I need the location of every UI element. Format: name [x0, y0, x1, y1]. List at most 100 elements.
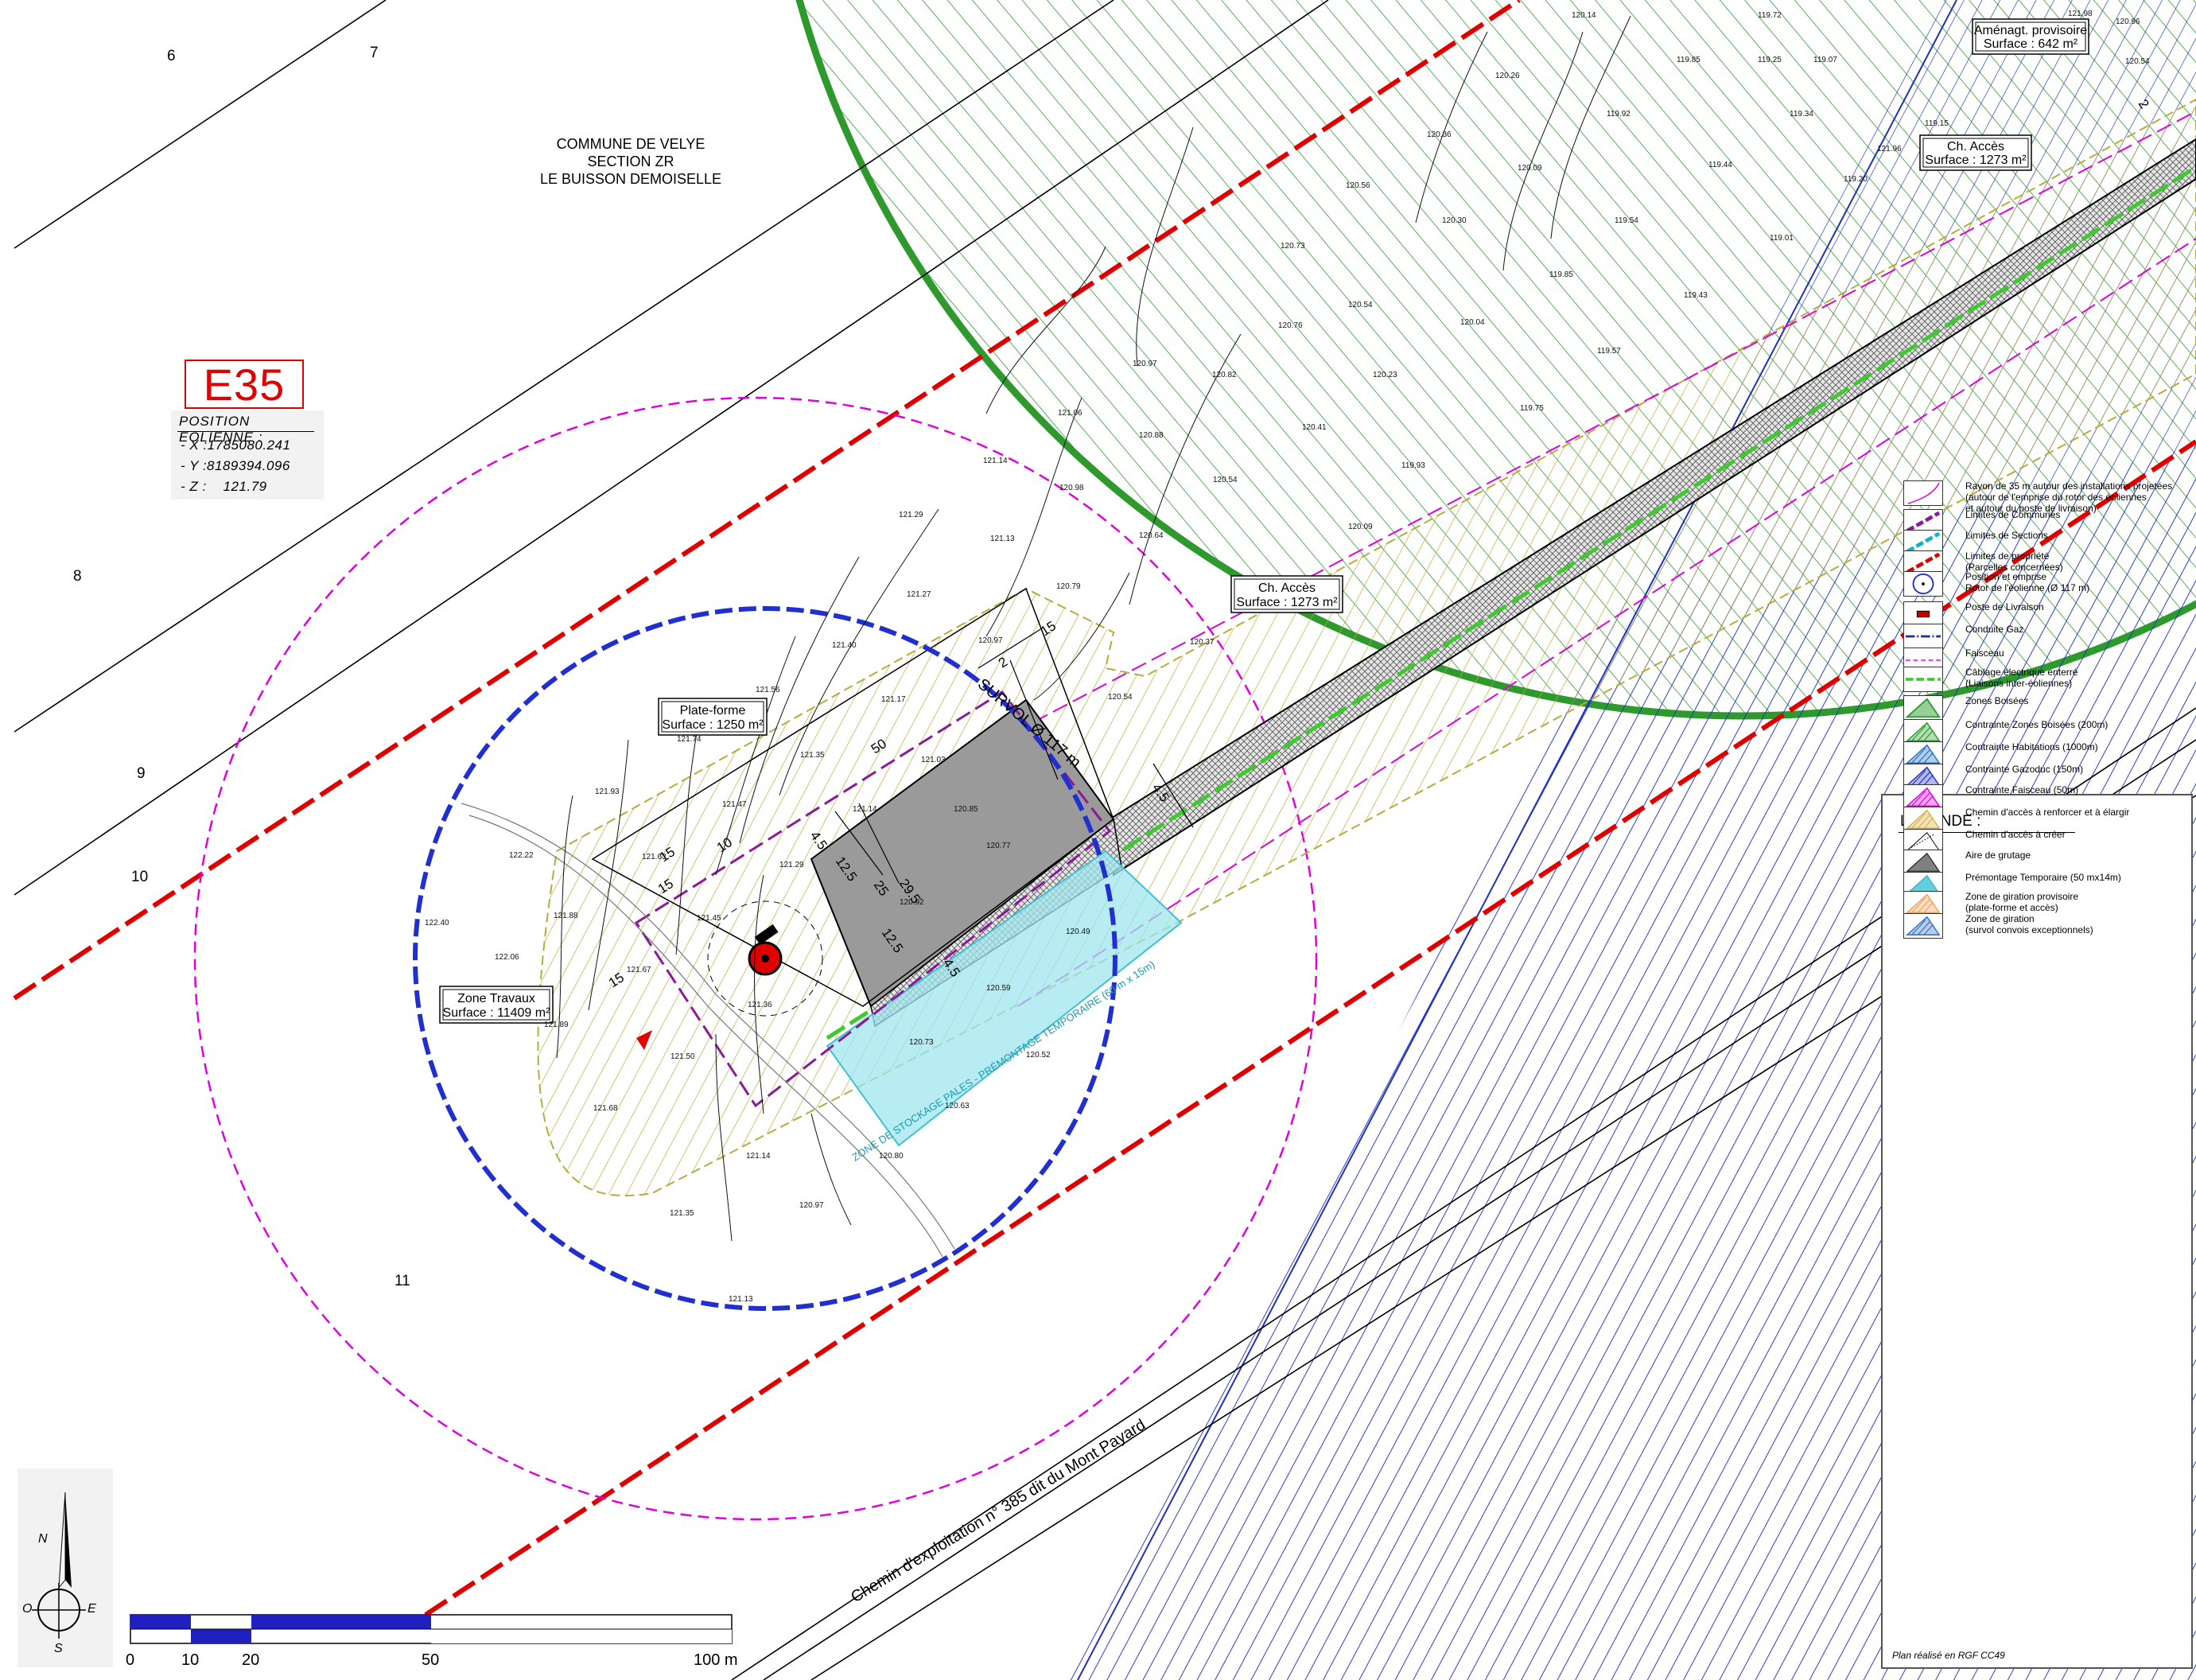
legend-item-label: Zones Boisées [1965, 695, 2029, 706]
elevation-point: 121.93 [595, 788, 620, 796]
svg-text:Zone Travaux: Zone Travaux [457, 992, 535, 1005]
elevation-point: 120.73 [1281, 242, 1305, 251]
elevation-point: 120.54 [2125, 57, 2150, 66]
svg-text:Surface : 1273 m²: Surface : 1273 m² [1236, 596, 1338, 609]
elevation-point: 120.97 [978, 636, 1003, 645]
elevation-point: 121.88 [554, 912, 578, 920]
turning-zone-icon [1903, 891, 1943, 916]
elevation-point: 121.56 [756, 686, 780, 694]
contour-lines [556, 15, 1631, 1242]
elevation-point: 121.40 [832, 641, 857, 650]
parcel-10: 10 [131, 869, 148, 885]
elevation-point: 119.01 [1770, 234, 1794, 243]
legend-item: Contrainte Habitations (1000m) [1903, 741, 2190, 770]
legend-item: Chemin d'accès à renforcer et à élargir [1903, 807, 2190, 835]
works-zone-box: Zone Travaux Surface : 11409 m² [439, 986, 554, 1024]
elevation-point: 120.73 [909, 1038, 934, 1047]
elevation-point: 120.23 [1373, 371, 1397, 379]
legend-item: Zone de giration provisoire (plate-forme… [1903, 891, 2190, 920]
elevation-point: 120.97 [1133, 360, 1157, 368]
parcel-8: 8 [73, 568, 82, 585]
elevation-point: 120.85 [954, 805, 978, 814]
elevation-point: 121.50 [670, 1052, 695, 1061]
elevation-point: 121.17 [881, 695, 906, 704]
svg-text:Surface : 11409 m²: Surface : 11409 m² [443, 1006, 551, 1020]
elevation-point: 122.40 [425, 919, 449, 928]
scale-label-100: 100 m [694, 1651, 738, 1669]
elevation-point: 119.75 [1520, 404, 1544, 413]
legend-item-label: Position et emprise Rotor de l'éolienne … [1965, 571, 2090, 593]
compass-n: N [38, 1532, 48, 1546]
scale-label-50: 50 [422, 1651, 440, 1669]
elevation-point: 121.36 [748, 1001, 772, 1009]
elevation-point: 121.13 [729, 1295, 753, 1304]
legend-item: Zones Boisées [1903, 695, 2190, 724]
compass-e: E [87, 1602, 96, 1616]
elevation-point: 121.14 [853, 805, 877, 814]
elevation-point: 121.45 [697, 914, 721, 923]
svg-text:Aménagt. provisoire: Aménagt. provisoire [1974, 24, 2087, 37]
elevation-point: 121.35 [670, 1209, 694, 1218]
elevation-point: 121.29 [779, 861, 804, 869]
legend-item-label: Contrainte Gazoduc (150m) [1965, 764, 2084, 775]
reinforced-path-icon [1903, 807, 1943, 832]
elevation-point: 120.04 [1460, 318, 1485, 327]
elevation-point: 120.37 [1190, 638, 1215, 647]
svg-text:Plate-forme: Plate-forme [680, 704, 746, 718]
scale-bar [130, 1614, 733, 1644]
scale-label-20: 20 [242, 1651, 260, 1669]
svg-text:Surface : 642 m²: Surface : 642 m² [1984, 37, 2078, 51]
elevation-point: 121.47 [722, 800, 747, 809]
elevation-point: 121.98 [2068, 10, 2093, 18]
elevation-point: 119.44 [1708, 161, 1732, 169]
elevation-point: 119.25 [1758, 56, 1782, 64]
elevation-point: 120.54 [1213, 476, 1238, 484]
legend-item: Poste de Livraison [1903, 601, 2190, 630]
parcel-9: 9 [137, 765, 146, 782]
elevation-point: 121.89 [544, 1021, 569, 1029]
elevation-point: 120.82 [1212, 371, 1237, 379]
rotor-circle [413, 606, 1117, 1311]
elevation-point: 120.30 [1442, 216, 1467, 225]
elevation-point: 120.54 [1348, 301, 1373, 309]
elevation-point: 121.14 [746, 1152, 771, 1161]
rotor-circle-icon [1903, 571, 1943, 597]
elevation-point: 120.88 [1139, 431, 1164, 440]
premount-zone [826, 850, 1183, 1147]
legend-item: Zone de giration (survol convois excepti… [1903, 913, 2190, 942]
elevation-point: 120.56 [1346, 181, 1370, 190]
elevation-point: 120.26 [1495, 72, 1520, 80]
position-title: POSITION EOLIENNE : [179, 414, 263, 445]
compass-s: S [54, 1642, 63, 1655]
svg-text:Ch. Accès: Ch. Accès [1947, 140, 2004, 154]
elevation-point: 121.13 [990, 535, 1015, 543]
elevation-point: 120.52 [1026, 1051, 1051, 1060]
elevation-point: 121.67 [627, 966, 651, 974]
elevation-point: 119.57 [1597, 347, 1621, 356]
elevation-point: 119.43 [1684, 291, 1708, 300]
legend-item-label: Limites de Communes [1965, 509, 2061, 520]
parcel-6: 6 [167, 48, 176, 64]
turbine-id-label: E35 [185, 360, 304, 409]
legend-item-label: Câblage électrique enterré (Liaisons int… [1965, 667, 2078, 689]
scale-label-10: 10 [181, 1651, 200, 1669]
elevation-point: 121.27 [907, 590, 931, 599]
commune-label: COMMUNE DE VELYE [557, 136, 705, 152]
legend-item-label: Faisceau [1965, 648, 2004, 659]
elevation-point: 121.29 [899, 511, 923, 519]
elevation-point: 120.41 [1302, 423, 1327, 432]
legend-item: Position et emprise Rotor de l'éolienne … [1903, 571, 2190, 600]
elevation-point: 119.72 [1758, 11, 1782, 20]
legend-item: Rayon de 35 m autour des installations p… [1903, 480, 2190, 514]
legend-item-label: Contrainte Zones Boisées (200m) [1965, 719, 2109, 730]
elevation-point: 120.77 [986, 842, 1011, 850]
legend-item: Aire de grutage [1903, 850, 2190, 878]
legend-item-label: Zone de giration (survol convois excepti… [1965, 913, 2093, 935]
legend-item-label: Chemin d'accès à renforcer et à élargir [1965, 807, 2130, 818]
legend-item-label: Prémontage Temporaire (50 mx14m) [1965, 872, 2121, 883]
svg-text:Surface : 1250 m²: Surface : 1250 m² [662, 718, 764, 732]
property-limits [13, 0, 2196, 1617]
legend-item-label: Rayon de 35 m autour des installations p… [1965, 480, 2173, 514]
elevation-point: 119.93 [1401, 461, 1425, 470]
